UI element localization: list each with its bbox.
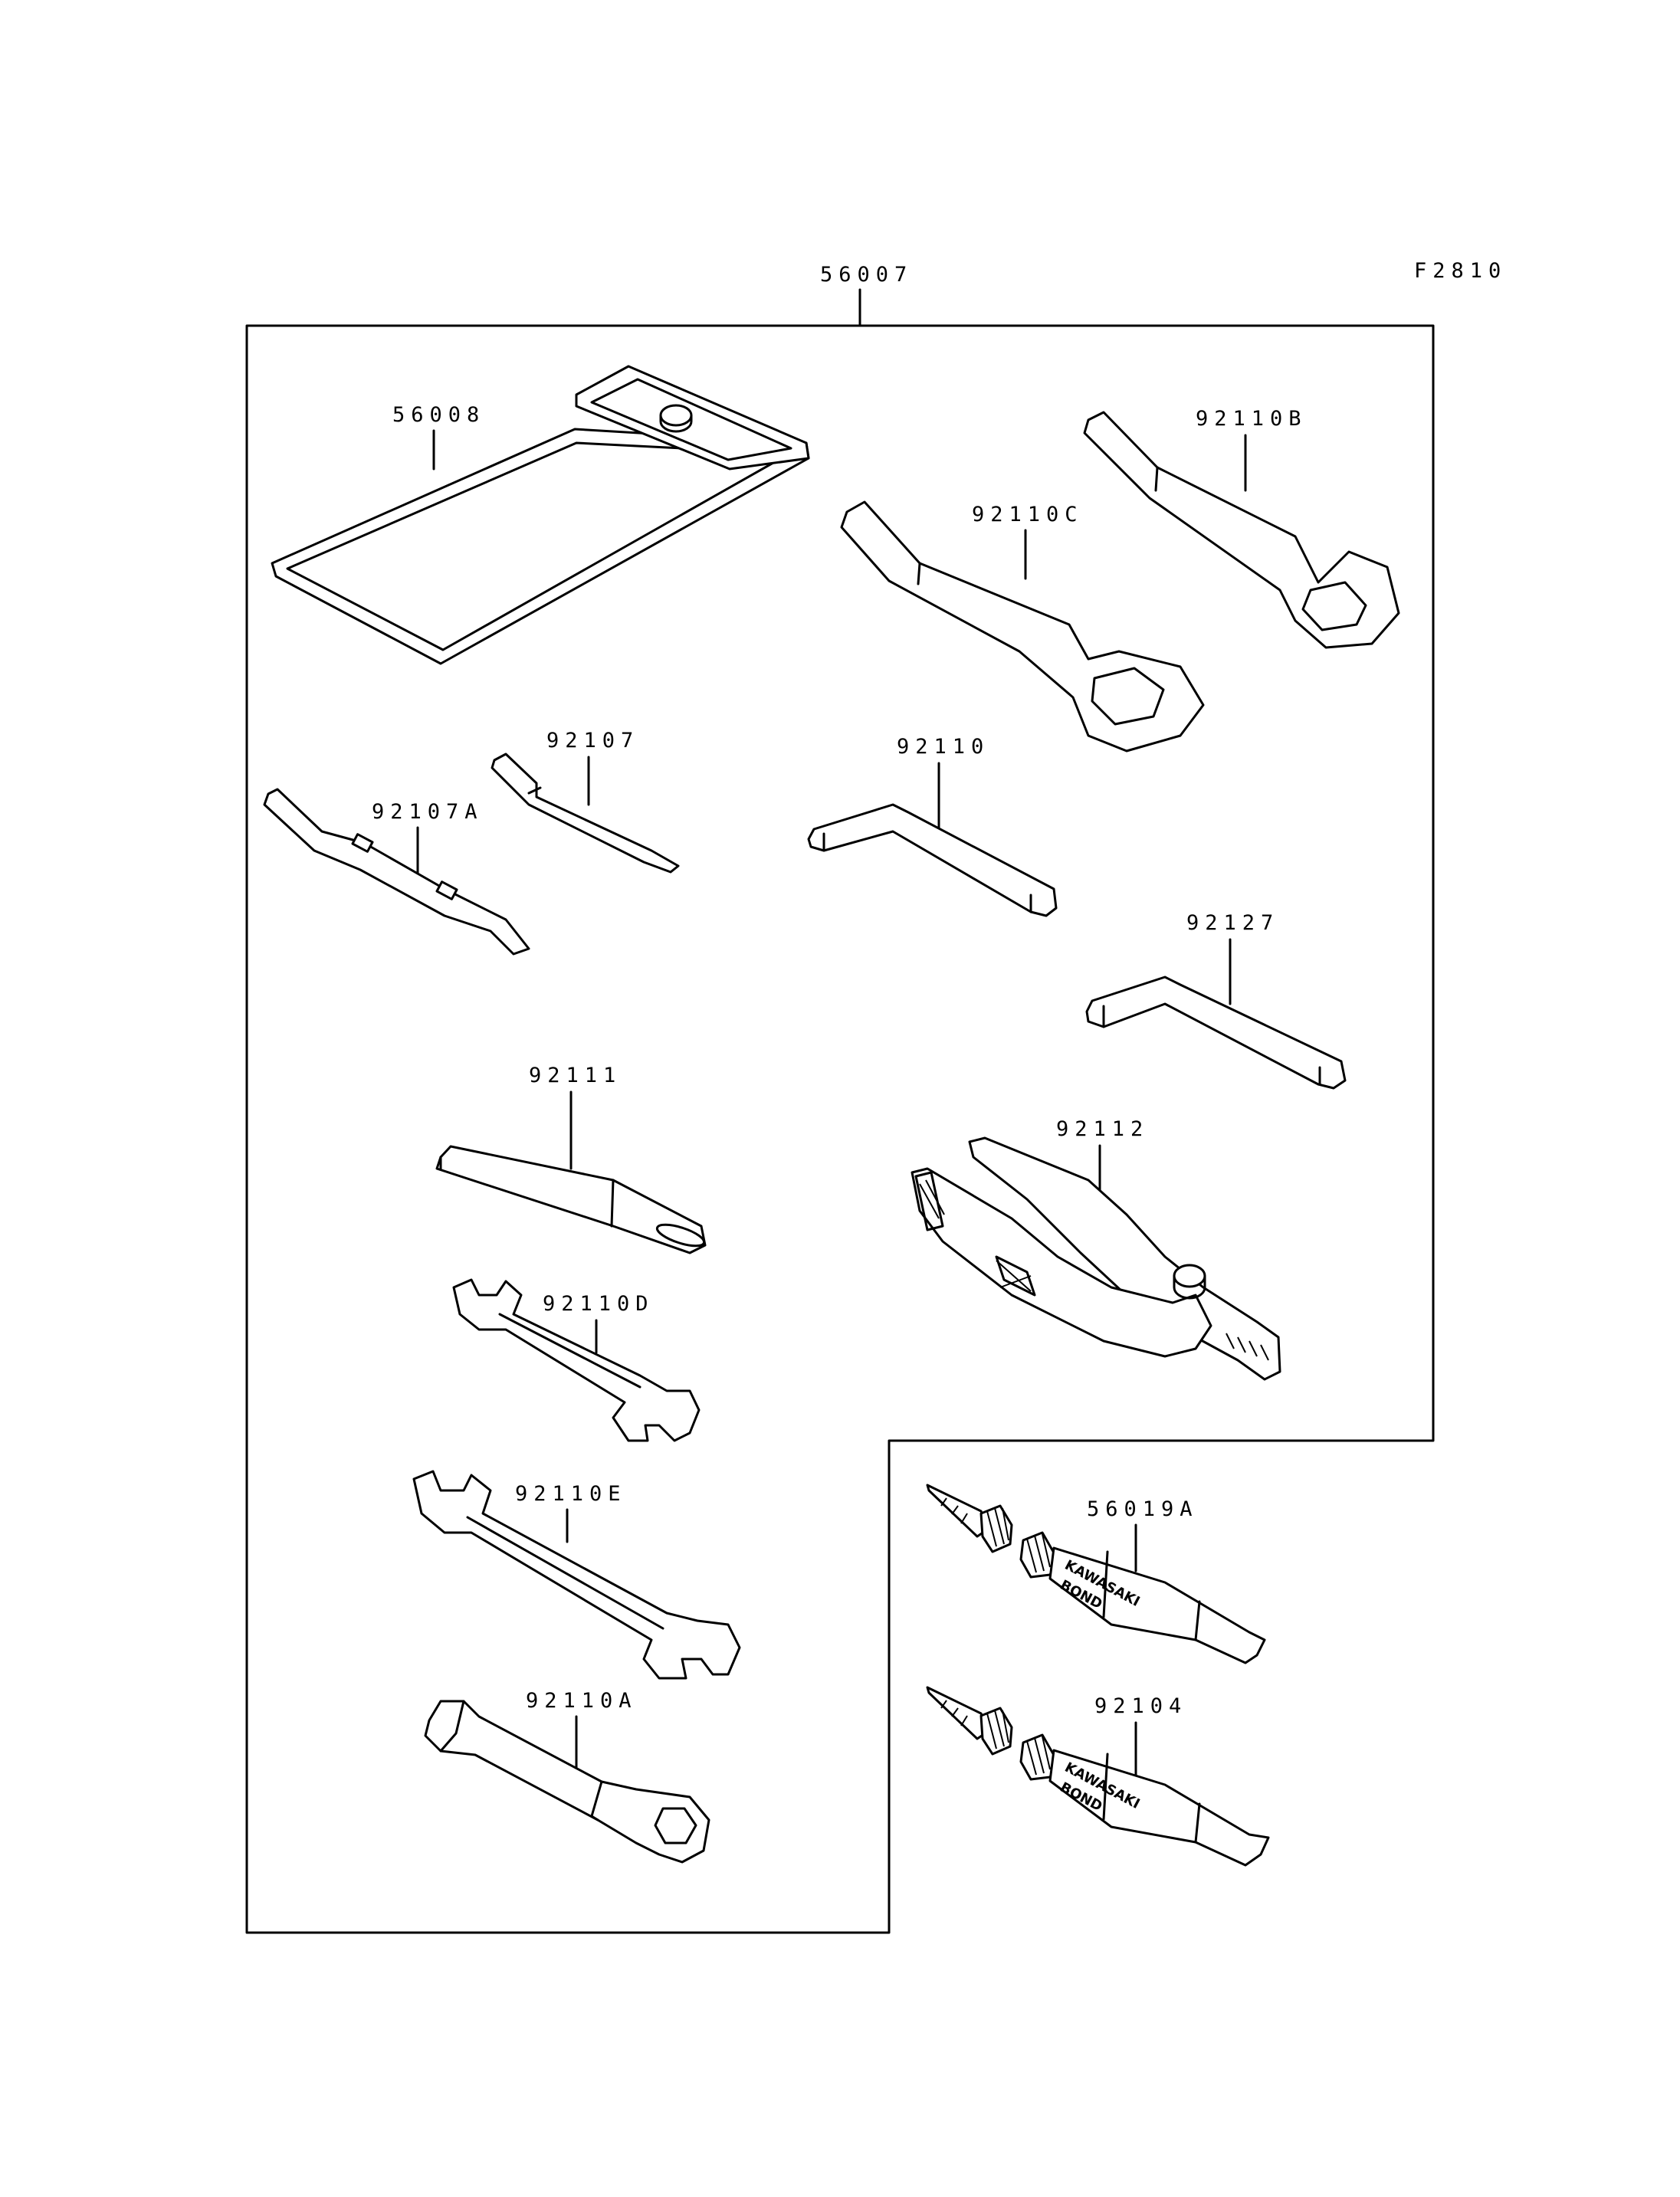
part-label: 92127 <box>1186 911 1279 935</box>
ring-wrench-b: 92110B <box>1083 407 1400 649</box>
screwdriver-bit: 92107 <box>491 729 680 874</box>
hex-key-large: 92110 <box>807 735 1058 917</box>
part-label: 92110B <box>1196 407 1308 431</box>
ring-wrench-c: 92110C <box>840 500 1205 753</box>
open-wrench-d: 92110D <box>452 1278 701 1442</box>
part-label: 92110 <box>897 735 989 759</box>
part-label: 92112 <box>1056 1117 1149 1141</box>
screwdriver-grip: 92107A <box>263 788 530 956</box>
kit-group: 56007 <box>245 263 1435 1934</box>
figure-code: F2810 <box>1414 259 1507 283</box>
kit-label: 56007 <box>820 263 913 287</box>
part-label: 92111 <box>529 1064 622 1087</box>
part-label: 56008 <box>392 403 485 427</box>
handle-bar: 92111 <box>435 1064 707 1254</box>
pouch: 56008 <box>271 365 810 665</box>
plug-wrench: 92110A <box>424 1689 710 1864</box>
bond-tube-b: 92104 KAWASAKI BOND <box>926 1686 1270 1867</box>
open-wrench-e: 92110E <box>412 1470 741 1680</box>
hex-key-small: 92127 <box>1085 911 1347 1090</box>
pliers: 92112 <box>911 1117 1281 1381</box>
part-label: 92107 <box>546 729 639 753</box>
part-label: 92110E <box>515 1482 627 1506</box>
part-label: 92107A <box>372 800 484 824</box>
part-label: 56019A <box>1087 1497 1199 1521</box>
part-label: 92110A <box>526 1689 638 1713</box>
part-label: 92104 <box>1094 1694 1187 1718</box>
part-label: 92110D <box>543 1292 655 1316</box>
kit-frame <box>245 324 1435 1934</box>
part-label: 92110C <box>972 503 1084 526</box>
bond-tube-a: 56019A KAWASAKI BOND <box>926 1484 1266 1664</box>
